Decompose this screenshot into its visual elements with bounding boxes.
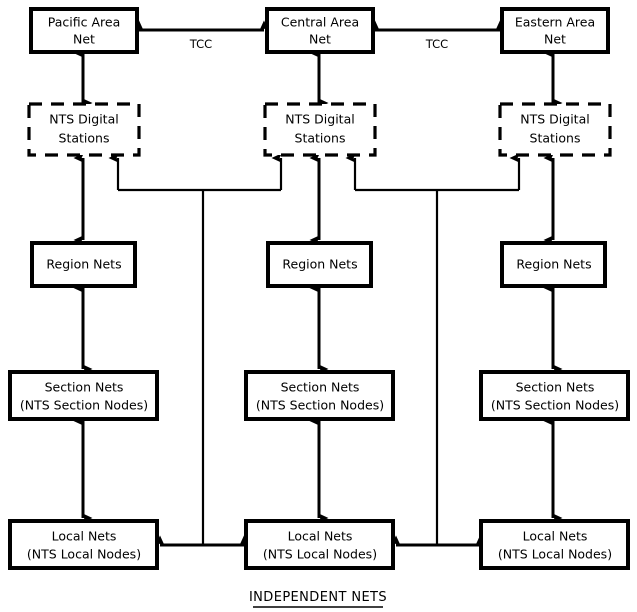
- footer-independent-nets: INDEPENDENT NETS: [249, 590, 387, 608]
- local-nets-central-label-line1: Local Nets: [288, 529, 353, 544]
- local-nets-pacific-label-line1: Local Nets: [52, 529, 117, 544]
- node-eastern-area-net[interactable]: Eastern Area Net: [500, 7, 610, 54]
- region-nets-eastern-box[interactable]: [500, 241, 607, 288]
- local-nets-eastern-label-line1: Local Nets: [523, 529, 588, 544]
- node-region-nets-central[interactable]: Region Nets: [266, 241, 373, 288]
- tcc-label-pacific-central: TCC: [189, 37, 212, 51]
- nts-digital-stations-eastern-label-line2: Stations: [530, 131, 581, 146]
- node-section-nets-eastern[interactable]: Section Nets (NTS Section Nodes): [479, 370, 630, 421]
- node-pacific-area-net[interactable]: Pacific Area Net: [29, 7, 139, 54]
- pacific-area-net-label-line2: Net: [73, 32, 95, 47]
- section-nets-central-box[interactable]: [244, 370, 395, 421]
- node-local-nets-pacific[interactable]: Local Nets (NTS Local Nodes): [8, 519, 159, 570]
- nts-digital-stations-eastern-label-line1: NTS Digital: [520, 112, 589, 127]
- central-area-net-label-line1: Central Area: [281, 15, 359, 30]
- section-nets-eastern-label-line2: (NTS Section Nodes): [491, 398, 619, 413]
- central-area-net-label-line2: Net: [309, 32, 331, 47]
- nts-digital-stations-pacific-label-line2: Stations: [59, 131, 110, 146]
- row-region-nets: Region Nets Region Nets Region Nets: [30, 241, 607, 288]
- local-nets-pacific-box[interactable]: [8, 519, 159, 570]
- node-local-nets-eastern[interactable]: Local Nets (NTS Local Nodes): [479, 519, 630, 570]
- region-nets-pacific-box[interactable]: [30, 241, 137, 288]
- nts-digital-stations-central-box[interactable]: [263, 102, 377, 157]
- region-nets-central-label: Region Nets: [282, 257, 357, 272]
- section-nets-eastern-box[interactable]: [479, 370, 630, 421]
- local-nets-pacific-label-line2: (NTS Local Nodes): [27, 547, 141, 562]
- edges-layer: [73, 20, 563, 547]
- nts-digital-stations-pacific-label-line1: NTS Digital: [49, 112, 118, 127]
- section-nets-pacific-label-line2: (NTS Section Nodes): [20, 398, 148, 413]
- row-nts-digital-stations: NTS Digital Stations NTS Digital Station…: [27, 102, 612, 157]
- section-nets-pacific-box[interactable]: [8, 370, 159, 421]
- local-nets-central-label-line2: (NTS Local Nodes): [263, 547, 377, 562]
- nts-digital-stations-central-label-line1: NTS Digital: [285, 112, 354, 127]
- section-nets-central-label-line1: Section Nets: [281, 380, 360, 395]
- row-local-nets: Local Nets (NTS Local Nodes) Local Nets …: [8, 519, 630, 570]
- node-region-nets-eastern[interactable]: Region Nets: [500, 241, 607, 288]
- local-nets-central-box[interactable]: [244, 519, 395, 570]
- eastern-area-net-label-line1: Eastern Area: [515, 15, 595, 30]
- region-nets-central-box[interactable]: [266, 241, 373, 288]
- tcc-label-central-eastern: TCC: [425, 37, 448, 51]
- node-nts-digital-stations-pacific[interactable]: NTS Digital Stations: [27, 102, 141, 157]
- node-nts-digital-stations-central[interactable]: NTS Digital Stations: [263, 102, 377, 157]
- section-nets-eastern-label-line1: Section Nets: [516, 380, 595, 395]
- node-section-nets-central[interactable]: Section Nets (NTS Section Nodes): [244, 370, 395, 421]
- central-area-net-box[interactable]: [265, 7, 375, 54]
- pacific-area-net-box[interactable]: [29, 7, 139, 54]
- nts-digital-stations-central-label-line2: Stations: [295, 131, 346, 146]
- region-nets-pacific-label: Region Nets: [46, 257, 121, 272]
- node-region-nets-pacific[interactable]: Region Nets: [30, 241, 137, 288]
- region-nets-eastern-label: Region Nets: [516, 257, 591, 272]
- eastern-area-net-box[interactable]: [500, 7, 610, 54]
- row-area-nets: Pacific Area Net Central Area Net Easter…: [29, 7, 610, 54]
- local-nets-eastern-label-line2: (NTS Local Nodes): [498, 547, 612, 562]
- node-nts-digital-stations-eastern[interactable]: NTS Digital Stations: [498, 102, 612, 157]
- node-section-nets-pacific[interactable]: Section Nets (NTS Section Nodes): [8, 370, 159, 421]
- nts-digital-stations-eastern-box[interactable]: [498, 102, 612, 157]
- local-nets-eastern-box[interactable]: [479, 519, 630, 570]
- nts-digital-stations-pacific-box[interactable]: [27, 102, 141, 157]
- eastern-area-net-label-line2: Net: [544, 32, 566, 47]
- footer-label-text: INDEPENDENT NETS: [249, 590, 387, 605]
- section-nets-central-label-line2: (NTS Section Nodes): [256, 398, 384, 413]
- pacific-area-net-label-line1: Pacific Area: [48, 15, 120, 30]
- node-local-nets-central[interactable]: Local Nets (NTS Local Nodes): [244, 519, 395, 570]
- section-nets-pacific-label-line1: Section Nets: [45, 380, 124, 395]
- row-section-nets: Section Nets (NTS Section Nodes) Section…: [8, 370, 630, 421]
- node-central-area-net[interactable]: Central Area Net: [265, 7, 375, 54]
